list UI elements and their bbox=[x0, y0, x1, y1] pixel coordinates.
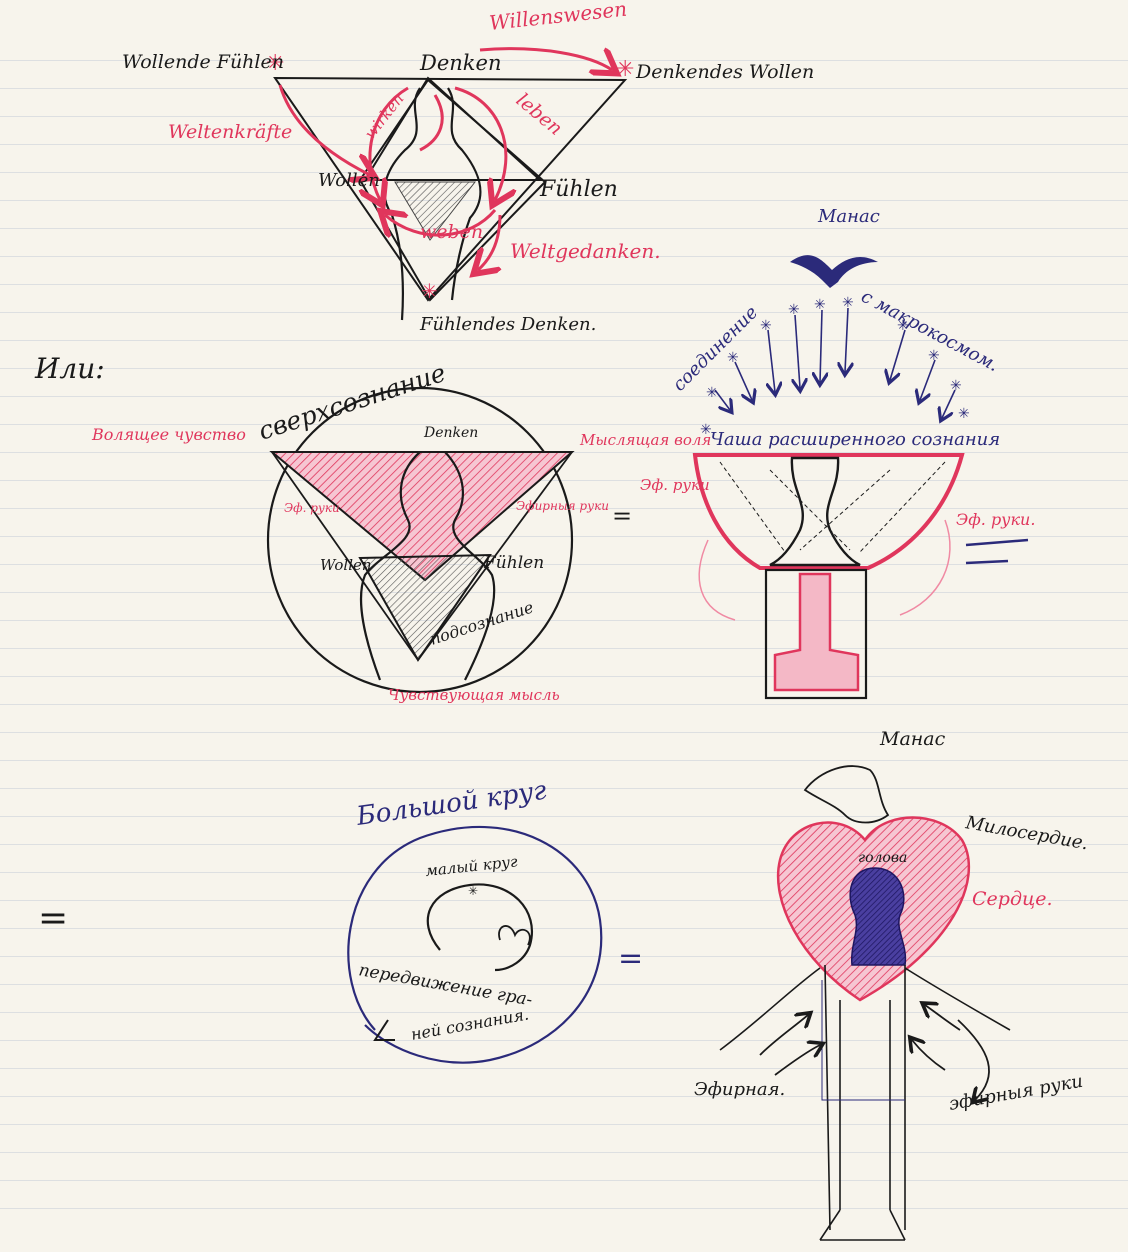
label-efirnaya: Эфирная. bbox=[694, 1079, 785, 1100]
blue-head-silhouette bbox=[850, 868, 905, 965]
label-denken-mid: Denken bbox=[423, 425, 478, 441]
bottom-right-diagram: Манас Милосердие. голова Сердце. Эфирная… bbox=[694, 728, 1090, 1240]
label-efir-right-mr: Эф. руки. bbox=[956, 510, 1035, 529]
middle-right-diagram: Манас соединение с макрокосмом. ✳✳✳ ✳✳✳ … bbox=[579, 206, 1035, 698]
label-golova: голова bbox=[858, 850, 907, 866]
bottom-left-diagram: = Большой круг ✳ малый круг передвижение… bbox=[38, 776, 643, 1063]
label-denken-top: Denken bbox=[419, 51, 501, 75]
svg-text:✳: ✳ bbox=[897, 318, 909, 334]
small-circle bbox=[428, 884, 532, 970]
blue-equals-sign bbox=[966, 540, 1028, 563]
svg-text:✳: ✳ bbox=[788, 302, 800, 318]
label-efir-left: Эф. руки bbox=[284, 501, 340, 515]
label-fuhlen-mid: Fühlen bbox=[483, 553, 544, 573]
label-mysl-vol: Мыслящая воля bbox=[579, 431, 711, 449]
equals-sign-1: = bbox=[612, 502, 632, 530]
chalice-cup bbox=[770, 458, 860, 565]
label-bolshoi-krug: Большой круг bbox=[354, 776, 548, 832]
label-manas-top: Манас bbox=[817, 206, 880, 227]
svg-text:✳: ✳ bbox=[928, 348, 940, 364]
star-top-right: ✳ bbox=[616, 57, 634, 82]
equals-sign-2: = bbox=[618, 941, 643, 976]
svg-text:✳: ✳ bbox=[814, 297, 826, 313]
middle-left-diagram: сверхсознание Волящее чувство Denken Эф.… bbox=[91, 358, 632, 704]
manas-bird-icon bbox=[790, 255, 878, 288]
small-circle-star: ✳ bbox=[468, 884, 478, 898]
svg-text:✳: ✳ bbox=[950, 378, 962, 394]
manas-head-icon bbox=[805, 766, 888, 822]
star-bottom: ✳ bbox=[421, 279, 438, 303]
label-fuhlen-top: Fühlen bbox=[539, 177, 618, 202]
label-efir-left-mr: Эф. руки bbox=[640, 476, 710, 494]
label-efirnye-ruki: эфирныя руки bbox=[947, 1071, 1084, 1115]
svg-text:✳: ✳ bbox=[706, 385, 718, 401]
label-weben: weben bbox=[420, 221, 483, 243]
gray-triangle bbox=[360, 555, 490, 660]
label-chasha: Чаша расширенного сознания bbox=[710, 429, 1000, 450]
svg-text:✳: ✳ bbox=[958, 406, 970, 422]
label-manas-bottom: Манас bbox=[879, 728, 946, 750]
label-chuvstvuyushchaya: Чувствующая мысль bbox=[388, 686, 560, 704]
label-weltenkrafte: Weltenkräfte bbox=[168, 121, 292, 143]
label-wirken: wirken bbox=[361, 90, 407, 142]
label-miloserdie: Милосердие. bbox=[963, 812, 1090, 854]
label-denkendes-wollen: Denkendes Wollen bbox=[635, 61, 814, 83]
label-fuhlendes-denken: Fühlendes Denken. bbox=[419, 314, 596, 335]
label-nei-soznaniya: ней сознания. bbox=[409, 1005, 530, 1044]
svg-text:✳: ✳ bbox=[760, 318, 772, 334]
label-volyashchee: Волящее чувство bbox=[91, 425, 246, 444]
svg-text:✳: ✳ bbox=[842, 295, 854, 311]
label-wollende-fuhlen: Wollende Fühlen bbox=[122, 51, 284, 73]
label-soedinenie: соединение bbox=[669, 302, 762, 395]
label-serdtse: Сердце. bbox=[972, 888, 1053, 910]
label-wollen-top: Wollen bbox=[318, 170, 380, 191]
label-willenswesen: Willenswesen bbox=[488, 0, 628, 35]
label-ili: Или: bbox=[34, 352, 105, 385]
label-leben: leben bbox=[512, 89, 567, 140]
equals-sign-left: = bbox=[38, 898, 68, 939]
label-sverkhsoznanie: сверхсознание bbox=[255, 358, 449, 446]
label-wollen-mid: Wollen bbox=[320, 556, 372, 574]
top-diagram: ✳ ✳ ✳ Willenswesen Wollende Fühlen Denke… bbox=[122, 0, 814, 335]
svg-text:✳: ✳ bbox=[727, 350, 739, 366]
label-weltgedanken: Weltgedanken. bbox=[510, 239, 661, 263]
label-efir-right: Эфирныя руки bbox=[516, 499, 609, 513]
label-malyi-krug: малый круг bbox=[425, 852, 519, 880]
